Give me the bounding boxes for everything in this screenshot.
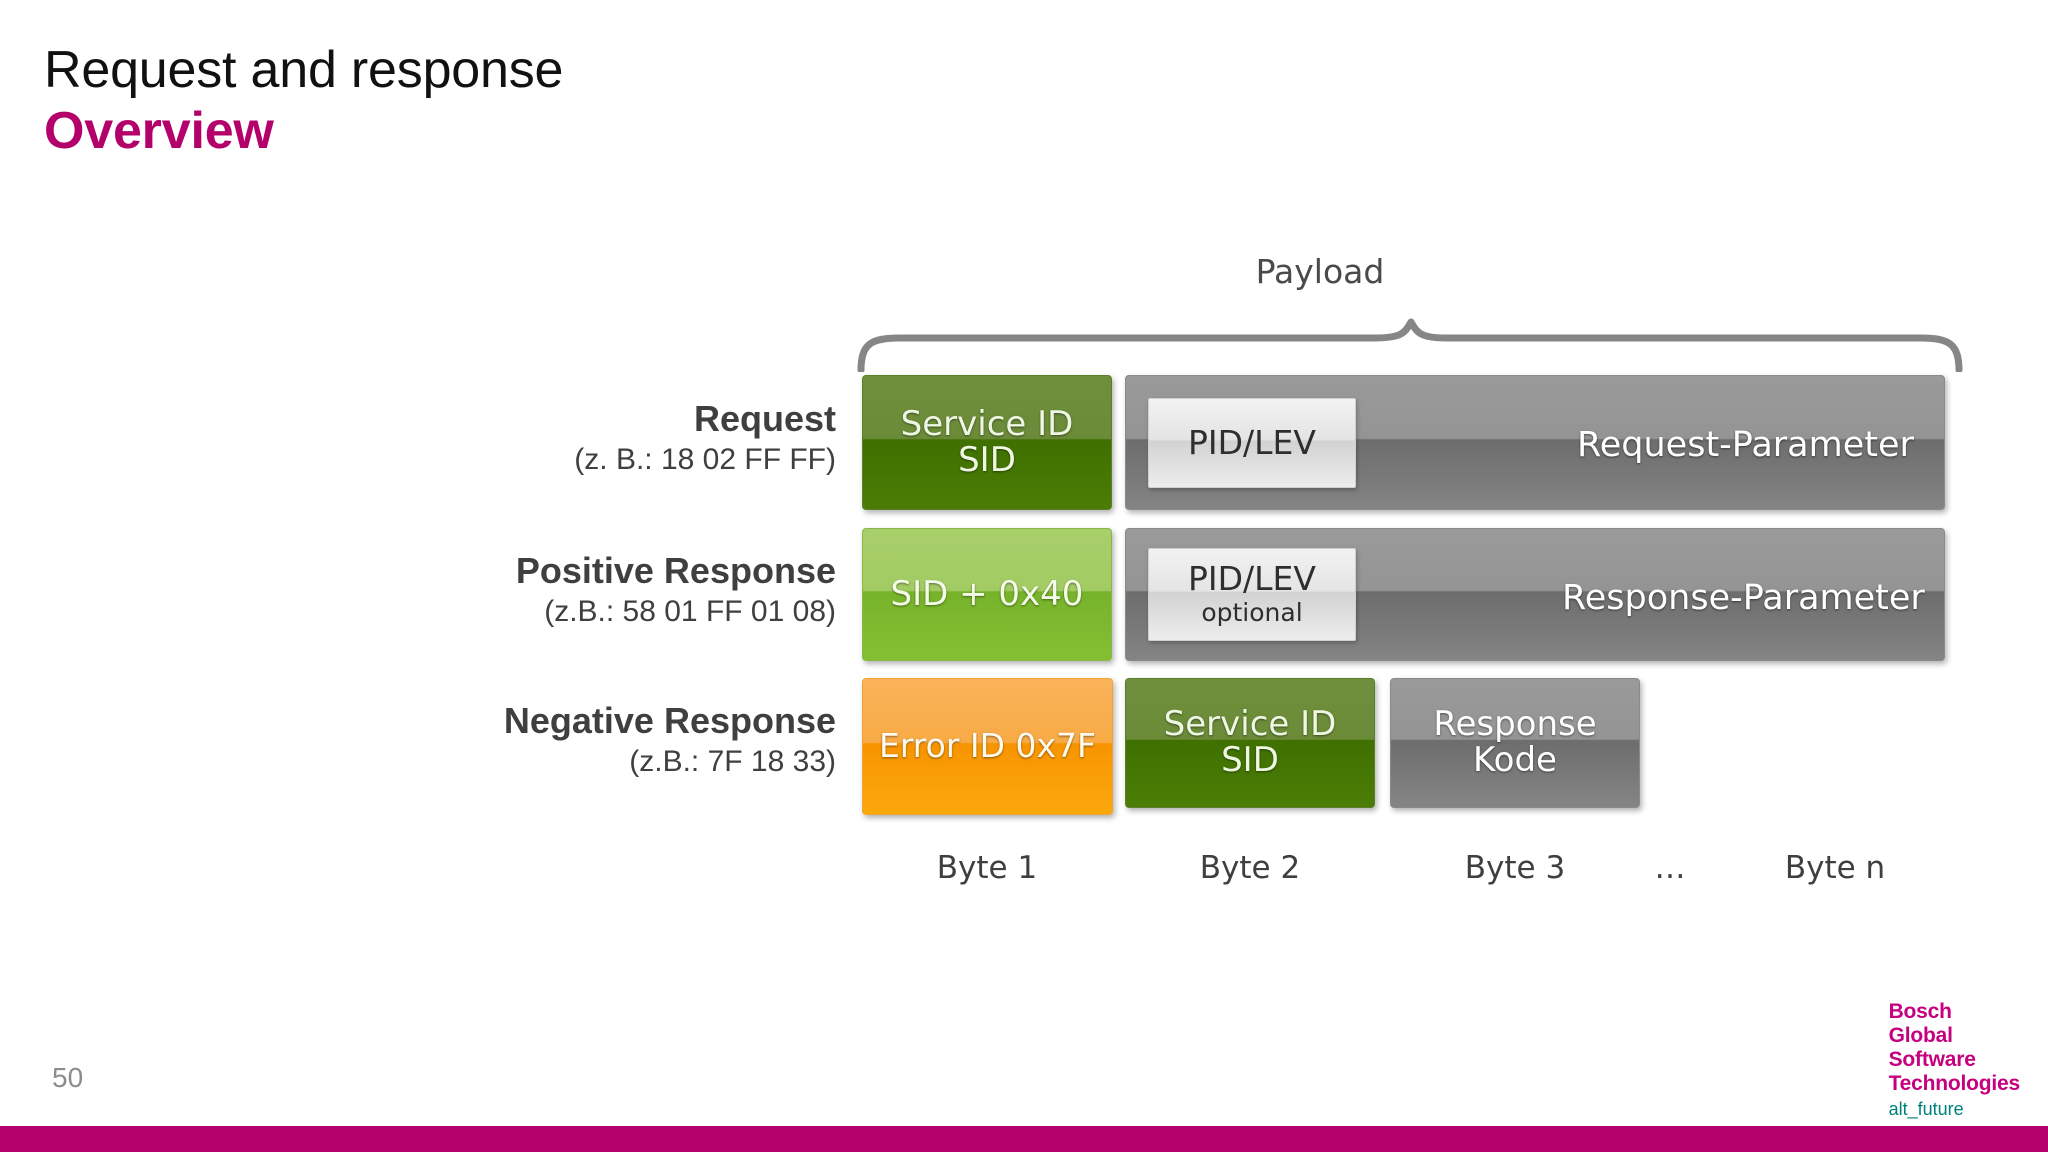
row-label-positive-response-example: (z.B.: 58 01 FF 01 08) — [544, 594, 836, 628]
byte-caption-ellipsis: … — [1654, 850, 1686, 886]
positive-response-byte1-block[interactable]: SID + 0x40 — [862, 528, 1112, 661]
negative-response-byte3-line1: Response — [1433, 704, 1597, 745]
payload-label: Payload — [1255, 252, 1385, 291]
request-byte1-line1: Service ID — [900, 403, 1074, 444]
request-pid-lev-label: PID/LEV — [1188, 422, 1316, 462]
negative-response-byte3-line2: Kode — [1473, 740, 1557, 780]
row-label-negative-response-example: (z.B.: 7F 18 33) — [629, 744, 836, 778]
row-label-negative-response-title: Negative Response — [503, 700, 836, 741]
positive-response-pid-lev-optional: optional — [1201, 598, 1303, 628]
byte-caption-n: Byte n — [1784, 850, 1886, 886]
request-pid-lev-inset[interactable]: PID/LEV — [1148, 398, 1356, 488]
payload-brace-icon — [857, 318, 1963, 372]
positive-response-byte1-line1: SID + 0x40 — [890, 573, 1084, 614]
negative-response-byte3-block[interactable]: Response Kode — [1390, 678, 1640, 808]
footer-accent-bar — [0, 1126, 2048, 1152]
request-parameter-label: Request-Parameter — [1577, 425, 1914, 465]
title-primary: Request and response — [44, 41, 564, 99]
negative-response-byte1-block[interactable]: Error ID 0x7F — [862, 678, 1113, 815]
page-title: Request and response Overview — [44, 42, 563, 160]
positive-response-pid-lev-inset[interactable]: PID/LEV optional — [1148, 548, 1356, 641]
logo-line-global: Global — [1888, 1023, 1953, 1047]
negative-response-byte2-block[interactable]: Service ID SID — [1125, 678, 1375, 808]
negative-response-byte2-line2: SID — [1221, 740, 1279, 780]
logo-line-technologies: Technologies — [1888, 1071, 2021, 1095]
bosch-logo: Bosch Global Software Technologies alt_f… — [1888, 1000, 2021, 1120]
row-label-negative-response: Negative Response (z.B.: 7F 18 33) — [216, 700, 836, 779]
positive-response-pid-lev-label: PID/LEV — [1188, 559, 1316, 599]
logo-line-software: Software — [1888, 1047, 1976, 1071]
request-byte1-block[interactable]: Service ID SID — [862, 375, 1112, 510]
negative-response-byte1-line1: Error ID 0x7F — [878, 726, 1097, 766]
title-secondary: Overview — [44, 102, 274, 161]
row-label-request-title: Request — [693, 398, 836, 439]
row-label-positive-response: Positive Response (z.B.: 58 01 FF 01 08) — [216, 550, 836, 629]
negative-response-byte2-line1: Service ID — [1163, 704, 1337, 745]
byte-caption-3: Byte 3 — [1464, 850, 1566, 886]
page-number: 50 — [52, 1062, 84, 1093]
logo-line-bosch: Bosch — [1888, 1000, 1952, 1023]
response-parameter-label: Response-Parameter — [1562, 578, 1925, 618]
byte-caption-2: Byte 2 — [1199, 850, 1301, 886]
request-byte1-line2: SID — [958, 439, 1016, 480]
logo-tagline: alt_future — [1888, 1098, 1964, 1119]
row-label-request-example: (z. B.: 18 02 FF FF) — [574, 442, 836, 476]
byte-caption-1: Byte 1 — [936, 850, 1038, 886]
row-label-request: Request (z. B.: 18 02 FF FF) — [216, 398, 836, 477]
row-label-positive-response-title: Positive Response — [515, 550, 836, 591]
